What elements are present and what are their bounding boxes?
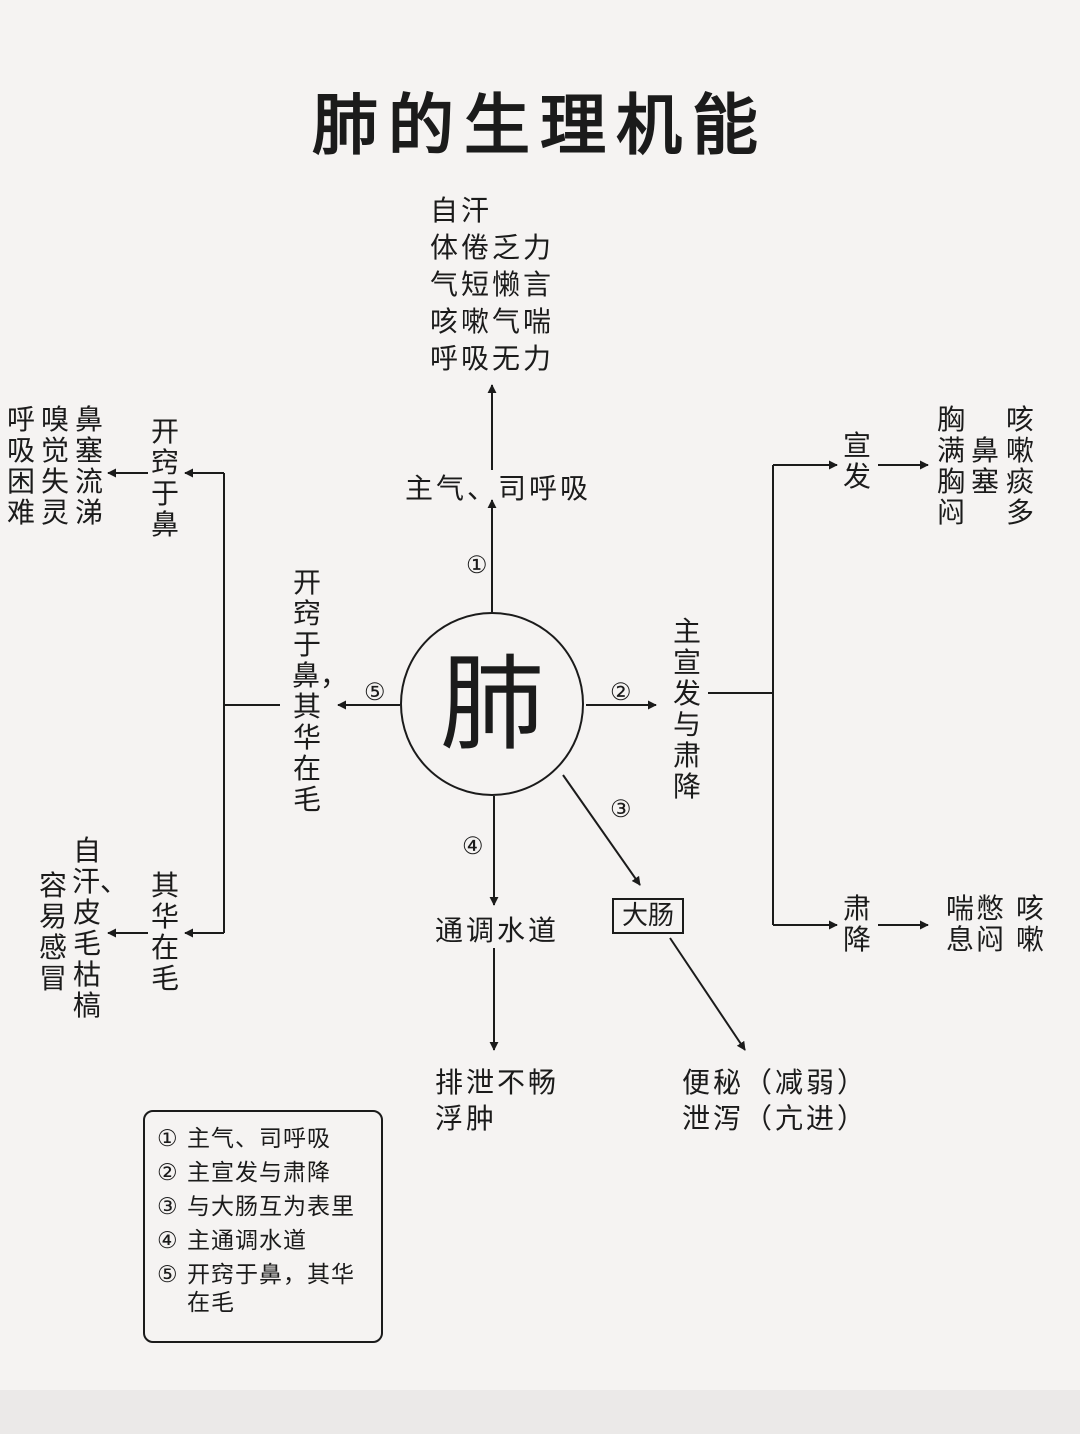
legend-num: ③ — [157, 1194, 179, 1220]
legend-num: ① — [157, 1126, 179, 1152]
legend-text: 与大肠互为表里 — [187, 1194, 355, 1220]
bottom-strip — [0, 1390, 1080, 1434]
qi-symptom-3: 气短懒言 — [430, 268, 555, 301]
legend-item-5: ⑤ 开窍于鼻，其华在毛 — [157, 1258, 381, 1317]
legend-item-1: ① 主气、司呼吸 — [157, 1122, 381, 1156]
nose-symptom-2: 嗅觉失灵 — [40, 403, 69, 529]
marker-5: ⑤ — [364, 678, 386, 706]
hair-symptom-1: 自汗、皮毛枯槁 — [72, 834, 129, 1022]
nose-label: 开窍于鼻 — [150, 415, 179, 541]
legend-text: 主通调水道 — [187, 1228, 307, 1254]
nose-symptom-3: 呼吸困难 — [6, 403, 35, 529]
legend-num: ⑤ — [157, 1262, 179, 1288]
hair-symptom-2: 容易感冒 — [38, 869, 67, 995]
dachang-symptom-1: 便秘（减弱） — [682, 1066, 869, 1099]
legend-item-2: ② 主宣发与肃降 — [157, 1156, 381, 1190]
nose-hair-label: 开窍于鼻，其华在毛 — [292, 566, 349, 816]
qi-symptom-4: 咳嗽气喘 — [430, 305, 555, 338]
xuanfa-symptom-3: 咳嗽痰多 — [1005, 403, 1034, 529]
legend-num: ② — [157, 1160, 179, 1186]
legend-box: ① 主气、司呼吸 ② 主宣发与肃降 ③ 与大肠互为表里 ④ 主通调水道 ⑤ 开窍… — [143, 1110, 383, 1343]
dachang-symptom-2: 泄泻（亢进） — [682, 1102, 869, 1135]
large-intestine-box: 大肠 — [612, 898, 685, 934]
page-title: 肺的生理机能 — [312, 86, 768, 164]
qi-function-label: 主气、司呼吸 — [405, 472, 592, 505]
nose-symptom-1: 鼻塞流涕 — [74, 403, 103, 529]
legend-num: ④ — [157, 1228, 179, 1254]
sujiang-symptom-1: 喘息 — [945, 892, 974, 956]
legend-text: 主宣发与肃降 — [187, 1160, 331, 1186]
xuanfa-label: 宣发 — [842, 429, 871, 493]
legend-item-3: ③ 与大肠互为表里 — [157, 1190, 381, 1224]
shuidao-symptom-1: 排泄不畅 — [435, 1066, 560, 1099]
sujiang-label: 肃降 — [842, 892, 871, 956]
sujiang-symptom-2: 憋闷 — [975, 892, 1004, 956]
qi-symptom-2: 体倦乏力 — [430, 231, 555, 264]
shuidao-label: 通调水道 — [435, 914, 560, 947]
marker-2: ② — [610, 678, 632, 706]
legend-text: 开窍于鼻，其华在毛 — [187, 1262, 355, 1316]
arrow-diag-2 — [669, 937, 746, 1051]
marker-4: ④ — [462, 832, 484, 860]
legend-text: 主气、司呼吸 — [187, 1126, 331, 1152]
qi-symptom-5: 呼吸无力 — [430, 342, 555, 375]
xuanfa-symptom-2: 鼻塞 — [970, 434, 999, 498]
xuanfa-symptom-1: 胸满胸闷 — [936, 403, 965, 529]
shuidao-symptom-2: 浮肿 — [435, 1102, 498, 1135]
xuanjiang-label: 主宣发与肃降 — [672, 615, 701, 803]
marker-3: ③ — [610, 795, 632, 823]
qi-symptom-1: 自汗 — [430, 194, 493, 227]
arrow-diag-1 — [562, 774, 641, 886]
sujiang-symptom-3: 咳嗽 — [1015, 892, 1044, 956]
center-lung-circle: 肺 — [400, 612, 584, 796]
legend-item-4: ④ 主通调水道 — [157, 1224, 381, 1258]
hair-label: 其华在毛 — [150, 869, 179, 995]
marker-1: ① — [466, 551, 488, 579]
